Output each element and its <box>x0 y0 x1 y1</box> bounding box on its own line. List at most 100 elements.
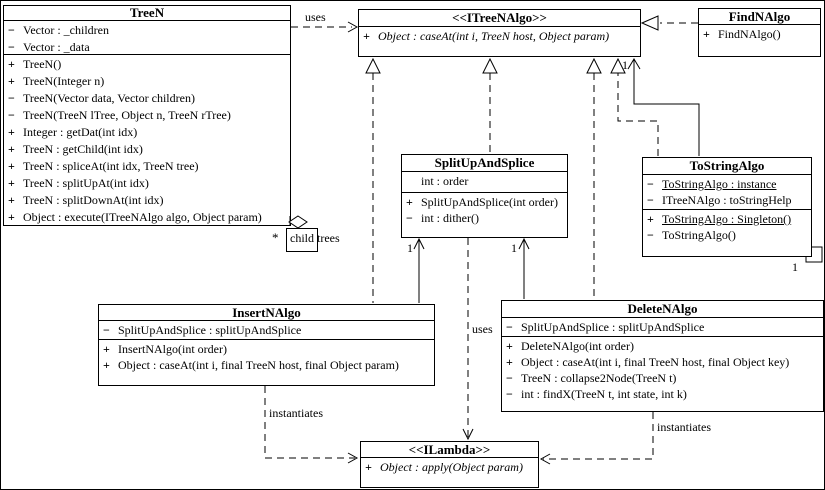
visibility: + <box>8 74 15 88</box>
method-row: + Object : execute(ITreeNAlgo algo, Objec… <box>4 209 290 226</box>
methods-compartment: +TreeN() +TreeN(Integer n) −TreeN(Vector… <box>4 55 290 227</box>
method-text: int : findX(TreeN t, int state, int k) <box>521 387 687 401</box>
method-row: +TreeN() <box>4 56 290 73</box>
method-row: +SplitUpAndSplice(int order) <box>402 194 567 210</box>
method-text: ToStringAlgo() <box>662 228 736 242</box>
method-text: TreeN(Integer n) <box>23 74 105 88</box>
attribute-row: −Vector : _data <box>4 39 290 54</box>
method-text: TreeN() <box>23 57 62 71</box>
method-row: +Object : caseAt(int i, final TreeN host… <box>99 357 434 373</box>
class-deletenalgo: DeleteNAlgo −SplitUpAndSplice : splitUpA… <box>501 300 824 412</box>
visibility: − <box>506 371 513 385</box>
visibility: + <box>363 29 370 43</box>
method-text: ToStringAlgo : Singleton() <box>662 212 792 226</box>
multiplicity-star: * <box>272 230 279 245</box>
class-treen: TreeN −Vector : _children −Vector : _dat… <box>3 5 291 226</box>
class-title: SplitUpAndSplice <box>402 155 567 172</box>
method-row: + ToStringAlgo : Singleton() <box>643 211 811 227</box>
attribute-text: ITreeNAlgo : toStringHelp <box>662 193 792 207</box>
visibility: + <box>365 460 372 474</box>
method-row: −int : findX(TreeN t, int state, int k) <box>502 386 823 402</box>
visibility: + <box>8 159 15 173</box>
association-deletenalgo-splitupandsplice <box>518 237 530 299</box>
role-trees-label: trees <box>317 231 340 245</box>
visibility: − <box>8 91 15 105</box>
method-row: −TreeN(Vector data, Vector children) <box>4 90 290 107</box>
class-splitupandsplice: SplitUpAndSplice int : order +SplitUpAnd… <box>401 154 568 238</box>
realization-findnalgo-itreenalgo <box>640 15 698 31</box>
class-title: DeleteNAlgo <box>502 301 823 318</box>
method-text: Integer : getDat(int idx) <box>23 125 138 139</box>
interface-itreenalgo: <<ITreeNAlgo>> + Object : caseAt(int i, T… <box>358 9 641 57</box>
class-title: TreeN <box>4 6 290 21</box>
realization-tostringalgo-itreenalgo <box>610 57 659 156</box>
realization-splitupandsplice-itreenalgo <box>482 57 498 153</box>
instantiates-label-insert: instantiates <box>269 406 323 420</box>
class-insertnalgo: InsertNAlgo −SplitUpAndSplice : splitUpA… <box>98 304 435 386</box>
methods-compartment: +ToStringAlgo : Singleton() −ToStringAlg… <box>643 210 811 244</box>
attribute-text: Vector : _children <box>23 23 109 37</box>
method-row: + Integer : getDat(int idx) <box>4 124 290 141</box>
realization-insertnalgo-itreenalgo <box>365 57 381 303</box>
class-title: FindNAlgo <box>699 9 820 25</box>
attribute-text: int : order <box>421 174 469 188</box>
instantiates-label-delete: instantiates <box>657 420 711 434</box>
visibility: + <box>647 212 654 226</box>
visibility: − <box>8 108 15 122</box>
multiplicity-insert-sus: 1 <box>407 241 413 255</box>
methods-compartment: +Object : apply(Object param) <box>361 458 538 476</box>
attribute-text: SplitUpAndSplice : splitUpAndSplice <box>521 320 705 334</box>
visibility: + <box>103 342 110 356</box>
class-title: <<ITreeNAlgo>> <box>359 10 640 27</box>
visibility: + <box>506 339 513 353</box>
method-text: TreeN(TreeN lTree, Object n, TreeN rTree… <box>23 108 231 122</box>
visibility: − <box>406 211 413 225</box>
attribute-row: −ToStringAlgo : instance <box>643 176 811 192</box>
association-insertnalgo-splitupandsplice <box>413 237 425 303</box>
method-row: +TreeN : getChild(int idx) <box>4 141 290 158</box>
visibility: − <box>8 23 15 37</box>
multiplicity-delete-sus: 1 <box>511 241 517 255</box>
visibility: + <box>8 125 15 139</box>
visibility: − <box>103 323 110 337</box>
class-title: <<ILambda>> <box>361 442 538 458</box>
instantiates-dependency-deletenalgo-ilambda <box>539 412 654 465</box>
visibility: − <box>647 193 654 207</box>
attribute-text: SplitUpAndSplice : splitUpAndSplice <box>118 323 302 337</box>
method-text: FindNAlgo() <box>718 27 781 41</box>
class-findnalgo: FindNAlgo + FindNAlgo() <box>698 8 821 57</box>
class-title: InsertNAlgo <box>99 305 434 321</box>
method-text: DeleteNAlgo(int order) <box>521 339 634 353</box>
method-row: +TreeN : splitDownAt(int idx) <box>4 192 290 209</box>
uses-label-sus-ilambda: uses <box>472 322 493 336</box>
aggregation-treen-child-trees <box>288 215 308 229</box>
visibility: + <box>8 210 15 224</box>
instantiates-dependency-insertnalgo-ilambda <box>264 386 359 464</box>
child-qualifier-box: child <box>286 228 318 252</box>
method-row: +TreeN : spliceAt(int idx, TreeN tree) <box>4 158 290 175</box>
visibility: + <box>506 355 513 369</box>
method-row: + TreeN(Integer n) <box>4 73 290 90</box>
attribute-row: −SplitUpAndSplice : splitUpAndSplice <box>99 322 434 338</box>
method-row: −int : dither() <box>402 210 567 226</box>
attribute-row: −SplitUpAndSplice : splitUpAndSplice <box>502 319 823 335</box>
visibility: + <box>406 195 413 209</box>
class-tostringalgo: ToStringAlgo −ToStringAlgo : instance −I… <box>642 157 812 257</box>
methods-compartment: + FindNAlgo() <box>699 25 820 43</box>
method-text: TreeN : splitUpAt(int idx) <box>23 176 149 190</box>
visibility: + <box>703 27 710 41</box>
method-row: −TreeN(TreeN lTree, Object n, TreeN rTre… <box>4 107 290 124</box>
method-row: +Object : apply(Object param) <box>361 459 538 475</box>
visibility: + <box>8 193 15 207</box>
method-text: TreeN(Vector data, Vector children) <box>23 91 195 105</box>
visibility <box>402 173 421 189</box>
attribute-row: −ITreeNAlgo : toStringHelp <box>643 192 811 208</box>
uses-dependency-splitupandsplice-ilambda <box>462 238 474 441</box>
method-text: Object : caseAt(int i, TreeN host, Objec… <box>378 29 610 43</box>
attributes-compartment: −ToStringAlgo : instance −ITreeNAlgo : t… <box>643 175 811 210</box>
attribute-row: −Vector : _children <box>4 22 290 39</box>
method-text: Object : execute(ITreeNAlgo algo, Object… <box>23 210 262 224</box>
multiplicity-tostring-self: 1 <box>792 260 798 274</box>
attribute-row: int : order <box>402 173 567 189</box>
